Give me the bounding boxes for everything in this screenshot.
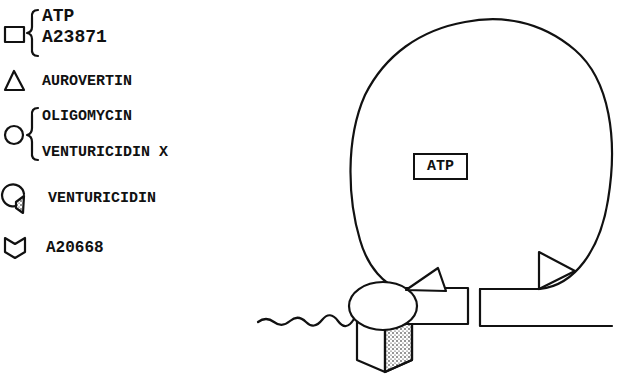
- legend-entry: VENTURICIDIN X: [42, 145, 168, 160]
- legend-entry: VENTURICIDIN: [48, 191, 156, 206]
- circle-symbol: [5, 126, 23, 144]
- triangle-symbol: [5, 71, 24, 90]
- bracket: [27, 108, 38, 160]
- box-label: ATP: [427, 159, 454, 174]
- legend-entry: OLIGOMYCIN: [42, 109, 132, 124]
- legend-text: OLIGOMYCIN: [42, 108, 132, 125]
- triangle-site: [539, 252, 575, 289]
- chevron-symbol: [5, 238, 25, 258]
- rectangle-symbol: [5, 27, 24, 42]
- legend-entry: AUROVERTIN: [42, 74, 132, 89]
- bracket: [27, 10, 38, 56]
- legend-entry: A23871: [42, 28, 107, 46]
- membrane-line: [480, 289, 612, 326]
- legend-entry: A20668: [46, 240, 104, 256]
- membrane-line: [258, 315, 354, 326]
- triangle-site: [406, 268, 446, 291]
- legend-entry: ATP: [42, 7, 74, 25]
- legend-text: A23871: [42, 27, 107, 47]
- legend-text: ATP: [42, 6, 74, 26]
- legend-text: A20668: [46, 239, 104, 257]
- enzyme-outline: [350, 19, 612, 289]
- notch-wedge: [16, 196, 24, 213]
- process-box: ATP: [413, 153, 468, 180]
- legend-text: AUROVERTIN: [42, 73, 132, 90]
- legend-text: VENTURICIDIN X: [42, 144, 168, 161]
- legend-text: VENTURICIDIN: [48, 190, 156, 207]
